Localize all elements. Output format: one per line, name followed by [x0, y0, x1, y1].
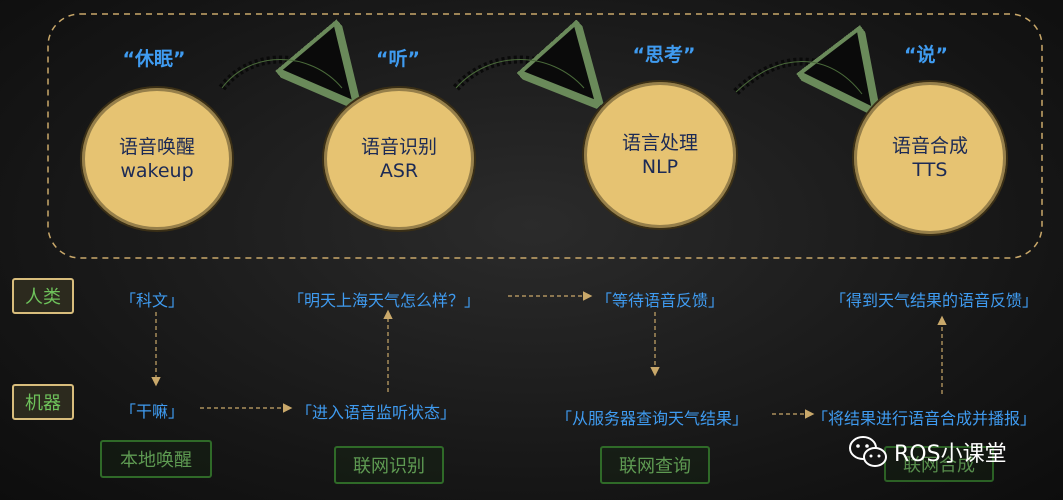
stage-name: 语音识别 [360, 136, 437, 158]
mode-box-online-asr: 联网识别 [334, 446, 444, 484]
stage-circle-nlp: 语言处理 NLP [582, 80, 738, 230]
stage-circle-tts: 语音合成 TTS [852, 80, 1008, 236]
human-step-4: 「得到天气结果的语音反馈」 [830, 291, 1039, 310]
machine-step-3: 「从服务器查询天气结果」 [556, 409, 749, 428]
curve-arrow-1 [218, 60, 342, 89]
stage-name: 语音唤醒 [118, 136, 195, 158]
stage-sub: NLP [641, 156, 679, 178]
mode-box-online-query: 联网查询 [600, 446, 710, 484]
stage-quote-asr: “听” [376, 48, 420, 70]
stage-circle-wakeup: 语音唤醒 wakeup [80, 86, 234, 232]
machine-step-4: 「将结果进行语音合成并播报」 [812, 409, 1037, 428]
watermark: ROS小课堂 [848, 434, 1007, 470]
row-tag-human: 人类 [12, 278, 74, 314]
curve-arrow-3 [733, 61, 862, 94]
human-step-1: 「科文」 [120, 291, 185, 310]
stage-circle-asr: 语音识别 ASR [322, 86, 476, 232]
human-step-2: 「明天上海天气怎么样？」 [288, 291, 481, 310]
stage-quote-wakeup: “休眠” [122, 48, 186, 70]
row-tag-machine: 机器 [12, 384, 74, 420]
curve-arrow-2 [453, 60, 584, 89]
stage-sub: TTS [912, 159, 948, 181]
stage-sub: ASR [379, 160, 419, 182]
mode-box-local-wakeup: 本地唤醒 [100, 440, 212, 478]
machine-step-2: 「进入语音监听状态」 [296, 403, 457, 422]
stage-name: 语音合成 [891, 135, 968, 157]
stage-quote-tts: “说” [904, 44, 948, 66]
stage-frame [47, 13, 1043, 259]
human-step-3: 「等待语音反馈」 [596, 291, 725, 310]
mode-box-online-tts: 联网合成 [884, 446, 994, 482]
stage-quote-nlp: “思考” [632, 44, 696, 66]
watermark-text: ROS小课堂 [894, 442, 1007, 467]
wechat-icon [849, 436, 887, 467]
machine-step-1: 「干嘛」 [120, 402, 185, 421]
stage-name: 语言处理 [621, 132, 698, 154]
stage-sub: wakeup [120, 160, 194, 182]
